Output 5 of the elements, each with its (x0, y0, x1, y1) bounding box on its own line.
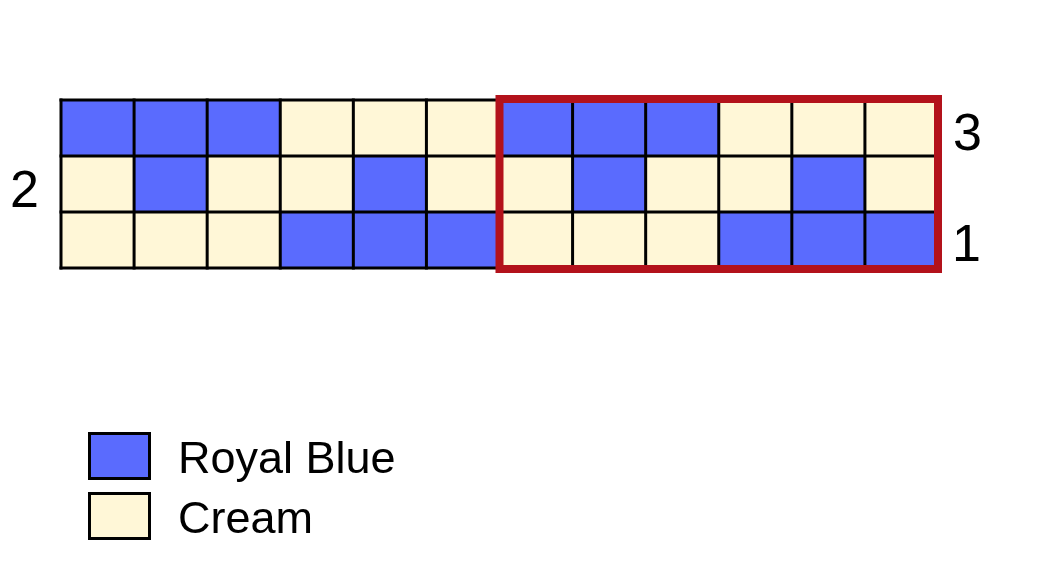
row-number: 1 (952, 216, 981, 269)
legend-label: Cream (178, 495, 314, 540)
row-number: 3 (953, 105, 982, 158)
row-number: 2 (10, 162, 39, 215)
legend-label: Royal Blue (178, 435, 396, 480)
